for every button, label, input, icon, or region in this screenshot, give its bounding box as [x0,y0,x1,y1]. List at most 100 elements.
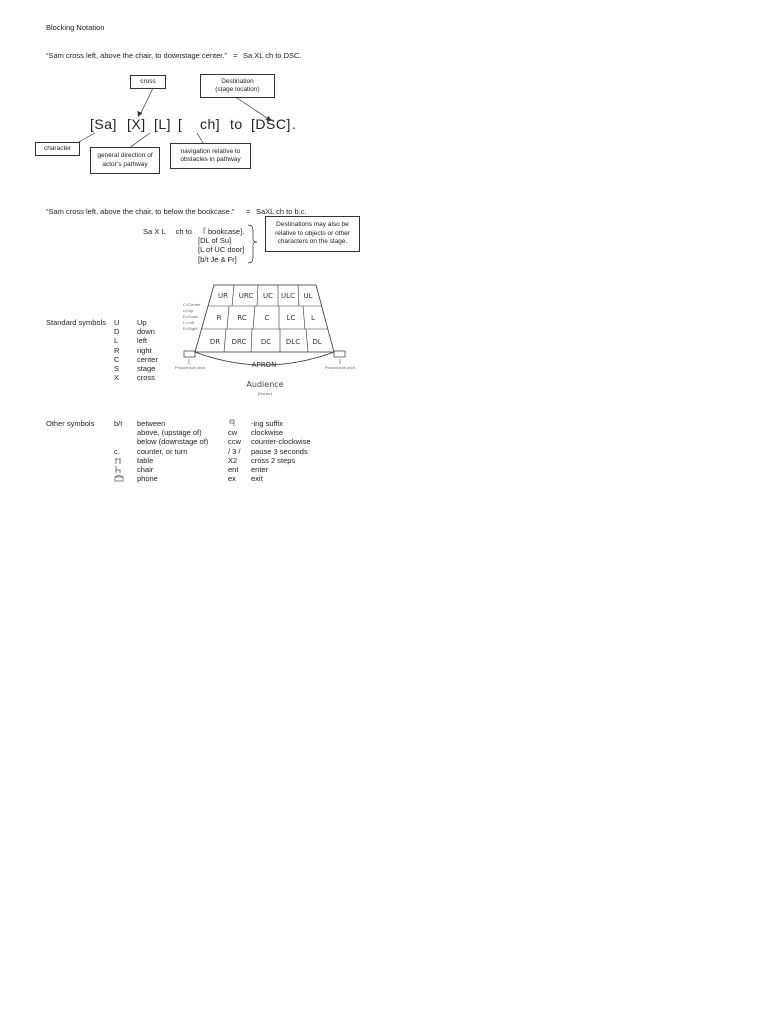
example2-result: SaXL ch to b.c. [256,207,307,216]
symbol-meaning: above, (upstage of) [137,428,202,438]
stage-cell-label: C [265,314,270,322]
ing-suffix-icon [228,419,241,428]
audience-sub-label: (House) [258,391,273,396]
symbol-code: ex [228,474,236,484]
chair-icon [114,465,124,474]
stage-legend-item: C=Center [183,302,201,307]
stage-legend-item: L=Left [183,320,195,325]
stage-legend-item: D=Down [183,314,198,319]
page-title: Blocking Notation [46,23,105,32]
stage-cell-label: RC [237,314,247,322]
stage-cell-label: URC [239,292,254,300]
example2-quote: “Sam cross left, above the chair, to bel… [46,207,235,216]
example2-option: [b/t Je & Fr] [198,254,237,264]
stage-cell-label: UC [263,292,273,300]
navigation-label: navigation relative to obstacles in path… [180,147,241,164]
general-direction-label-box: general direction of actor’s pathway [90,147,160,174]
symbol-meaning: enter [251,464,269,474]
symbol-meaning: counter, or turn [137,446,188,456]
symbol-meaning: -ing suffix [251,419,283,428]
example2-option: [DL of Su] [198,236,232,246]
example2-option: [L of UC door] [198,245,245,255]
example2-option: bookcase]. [208,227,245,236]
symbol-meaning: phone [137,474,158,484]
example2-equals: = [246,207,251,216]
notation-navigation: ch] [200,116,221,132]
destination-label: Destination (stage location) [215,77,260,94]
symbol-meaning: stage [137,363,156,373]
symbol-meaning: down [137,327,155,337]
destinations-note: Destinations may also be relative to obj… [275,221,350,246]
example1-connectors [74,87,272,152]
stage-cell-label: DRC [232,338,247,346]
navigation-label-box: navigation relative to obstacles in path… [170,143,251,169]
symbol-code: cw [228,428,238,438]
general-direction-label: general direction of actor’s pathway [97,152,153,168]
standard-symbols-meanings: Up down left right center stage cross [137,318,158,382]
other-symbols-right-codes: cw ccw / 3 / X2 ent ex [228,419,241,483]
symbol-meaning: between [137,419,166,428]
apron-label: APRON [252,361,277,369]
example2-brackets [203,224,258,264]
symbol-code: U [114,318,120,327]
stage-cell-label: LC [287,314,296,322]
cross-label-box: cross [130,75,166,89]
other-symbols-right-meanings: -ing suffix clockwise counter-clockwise … [251,419,311,483]
stage-cell-label: DL [312,338,321,346]
stage-legend-item: U=Up [183,308,194,313]
example1-result: Sa XL ch to DSC. [243,51,302,60]
stage-cell-label: ULC [281,292,295,300]
symbol-code: R [114,345,120,355]
stage-cell-label: DC [261,338,271,346]
symbol-code: D [114,327,120,337]
stage-legend-item: R=Right [183,326,198,331]
example1-equals: = [233,51,238,60]
example2-lead: Sa X L ch to [143,227,192,236]
symbol-code: X2 [228,455,238,465]
symbol-code: C [114,354,120,364]
stage-cell-label: UR [218,292,228,300]
symbol-meaning: pause 3 seconds [251,446,308,456]
stage-cell-label: R [217,314,222,322]
standard-symbols-codes: U D L R C S X [114,318,119,382]
phone-icon [114,474,124,483]
symbol-meaning: chair [137,464,154,474]
standard-symbols-label: Standard symbols [46,318,107,327]
symbol-code: S [114,363,120,373]
symbol-code: ccw [228,437,241,447]
symbol-code: c. [114,446,120,456]
notation-navigation-open: [ [178,116,183,132]
right-proscenium-label: Proscenium arch [325,365,355,370]
cross-label: cross [140,77,156,85]
symbol-meaning: table [137,455,154,465]
symbol-code: b/t [114,419,123,428]
symbol-code: L [114,336,119,346]
symbol-code: X [114,373,120,383]
symbol-meaning: clockwise [251,428,284,438]
symbol-meaning: Up [137,318,147,327]
symbol-meaning: right [137,345,152,355]
symbol-code [114,428,124,437]
stage-cell-label: DR [210,338,220,346]
other-symbols-left-codes: b/t c. [114,419,124,483]
other-symbols-left-meanings: between above, (upstage of) below (downs… [137,419,208,483]
symbol-meaning: center [137,354,158,364]
notation-destination: [DSC] [251,116,291,132]
audience-label: Audience [246,380,283,389]
example1-quote: “Sam cross left, above the chair, to dow… [46,51,227,60]
notation-cross: [X] [127,116,146,132]
symbol-meaning: cross 2 steps [251,455,296,465]
symbol-code: / 3 / [228,446,241,456]
notation-to: to [230,116,243,132]
symbol-code [114,437,124,446]
example2-options: bookcase]. [DL of Su] [L of UC door] [b/… [198,227,244,264]
left-proscenium-label: Proscenium arch [175,365,205,370]
stage-cell-label: L [311,314,315,322]
stage-cell-label: UL [303,292,312,300]
character-label: character [43,144,72,152]
destinations-note-box: Destinations may also be relative to obj… [265,216,360,252]
notation-period: . [292,116,297,132]
notation-direction: [L] [154,116,172,132]
other-symbols-label: Other symbols [46,419,95,428]
symbol-meaning: exit [251,474,263,484]
